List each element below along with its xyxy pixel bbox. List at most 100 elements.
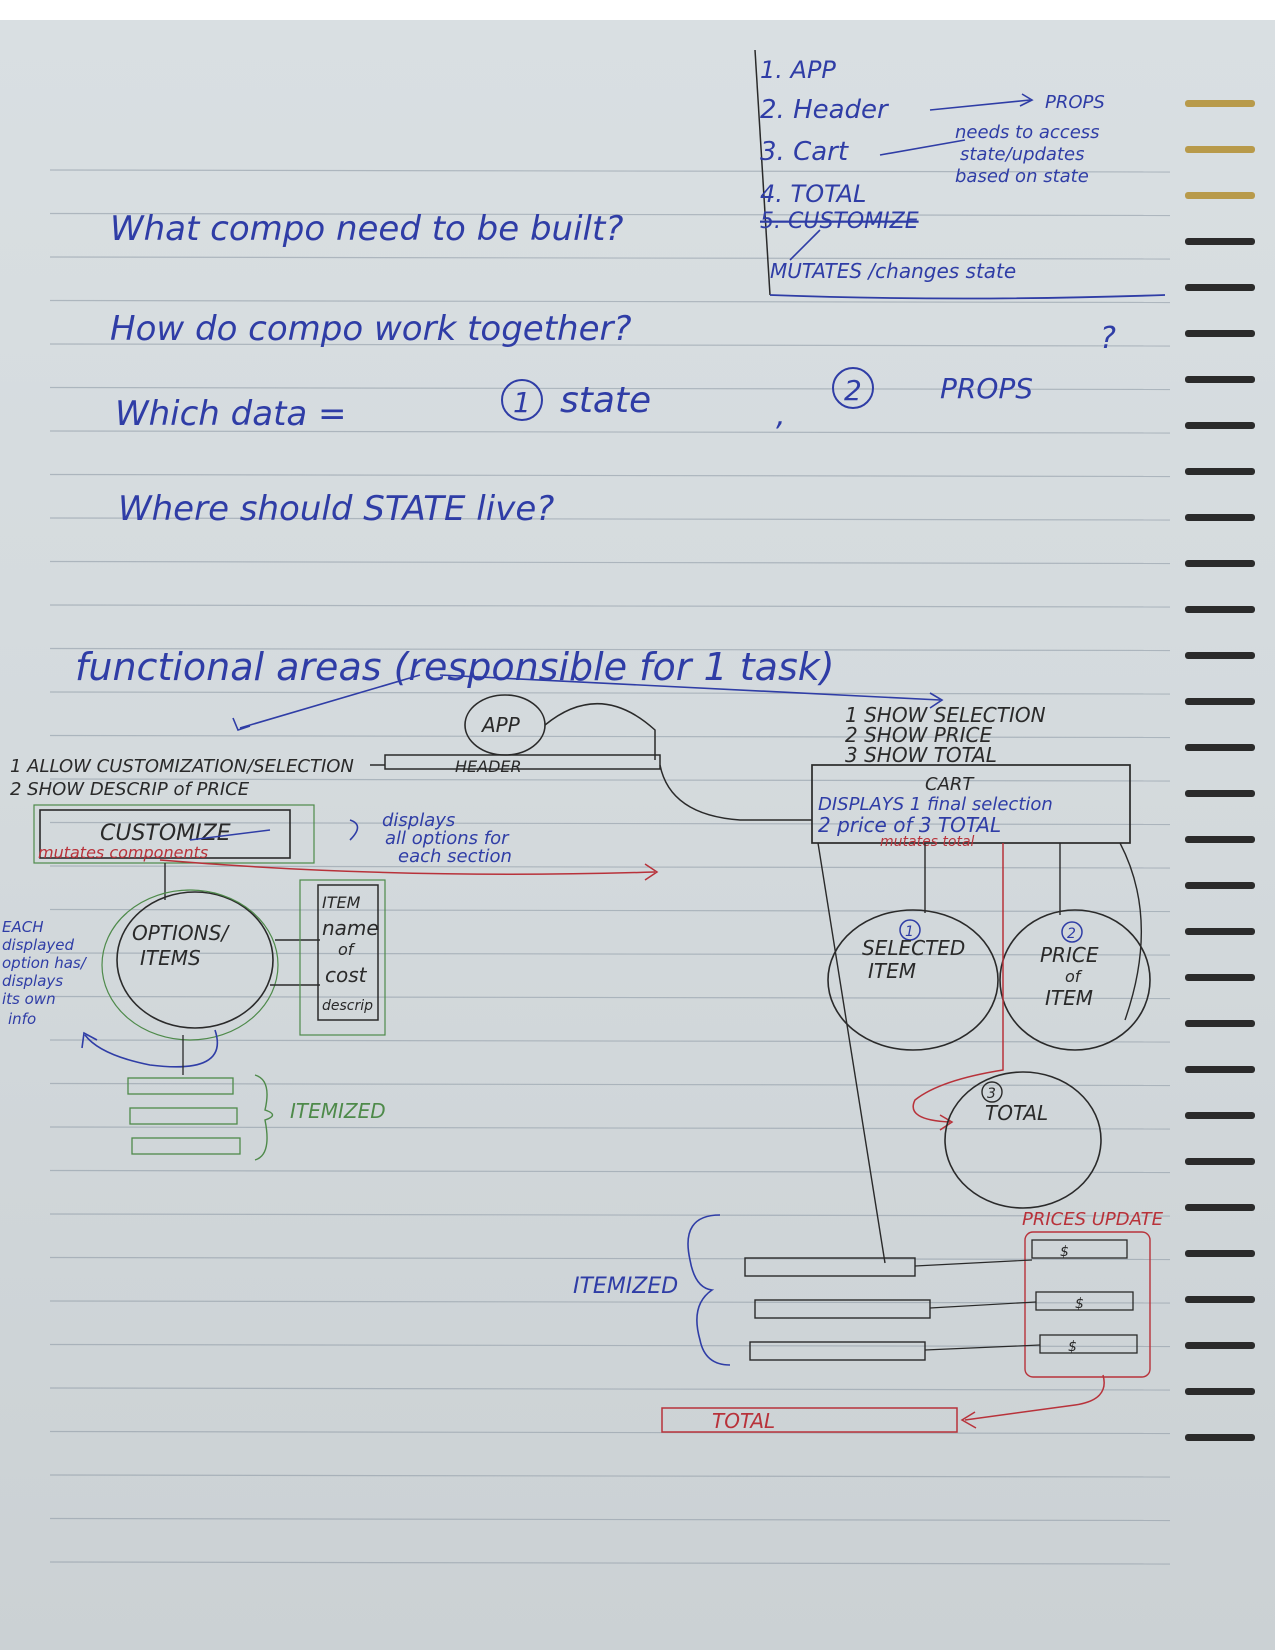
ruled-line	[49, 1039, 1171, 1043]
itemized-right-label: ITEMIZED	[573, 1274, 678, 1299]
state-word: state	[560, 380, 651, 421]
spiral-ring	[1185, 1020, 1255, 1027]
ruled-line	[49, 1343, 1171, 1348]
props-word: PROPS	[940, 372, 1033, 405]
spiral-ring	[1185, 284, 1255, 291]
ruled-line	[49, 1126, 1171, 1130]
spiral-ring	[1185, 468, 1255, 475]
spiral-ring	[1185, 422, 1255, 429]
ruled-line	[49, 1213, 1171, 1217]
spiral-ring	[1185, 698, 1255, 705]
component-item-total: 4. TOTAL	[760, 180, 866, 208]
ruled-line	[49, 212, 1171, 217]
question-which-data: Which data = 1 state , 2 PROPS	[115, 367, 1033, 434]
header-label: HEADER	[455, 757, 522, 776]
handwritten-notes: What compo need to be built? How do comp…	[2, 49, 1255, 1565]
ruled-line	[49, 908, 1171, 913]
customize-label: CUSTOMIZE	[100, 821, 231, 846]
displays-note-2: all options for	[385, 828, 510, 849]
each-note-4: displays	[2, 972, 63, 990]
functional-areas-heading: functional areas (responsible for 1 task…	[75, 645, 835, 689]
selected-item-label-1: SELECTED	[862, 936, 965, 960]
each-note-5: its own	[2, 990, 56, 1008]
cart-note-2: state/updates	[960, 144, 1084, 165]
question-which-data-text: Which data =	[115, 394, 347, 434]
ruled-line	[49, 517, 1171, 521]
spiral-ring	[1185, 1204, 1255, 1211]
question-components: What compo need to be built?	[110, 209, 623, 249]
itemized-left-list: ITEMIZED	[127, 1074, 386, 1161]
spiral-binding	[1185, 100, 1255, 1441]
ruled-line	[49, 778, 1171, 782]
ruled-line	[49, 386, 1171, 391]
displays-note-3: each section	[398, 846, 512, 867]
spiral-ring	[1185, 790, 1255, 797]
props-label: PROPS	[1045, 92, 1105, 113]
ruled-line	[49, 473, 1171, 478]
options-label-1: OPTIONS/	[132, 921, 230, 945]
left-task-2: 2 SHOW DESCRIP of PRICE	[10, 779, 250, 800]
cart-mutates: mutates total	[880, 834, 975, 850]
itemized-left-row	[127, 1077, 234, 1095]
item-box-outline	[299, 879, 386, 1036]
price-slot-dollar: $	[1075, 1296, 1084, 1312]
right-task-2: 2 SHOW PRICE	[845, 723, 993, 747]
item-box-line-2: name	[322, 916, 379, 940]
question-state-live: Where should STATE live?	[118, 489, 554, 529]
left-task-1: 1 ALLOW CUSTOMIZATION/SELECTION	[10, 756, 354, 777]
each-note-6: info	[8, 1010, 36, 1028]
ruled-line	[49, 256, 1171, 260]
ruled-line	[49, 821, 1171, 826]
ruled-line	[49, 430, 1171, 434]
spiral-ring	[1185, 652, 1255, 659]
itemized-left-label: ITEMIZED	[290, 1099, 386, 1123]
item-box-line-1: ITEM	[322, 893, 361, 912]
component-item-customize: 5. CUSTOMIZE	[760, 209, 919, 234]
itemized-right-row	[754, 1299, 931, 1319]
spiral-ring	[1185, 1296, 1255, 1303]
ruled-line	[49, 647, 1171, 652]
spiral-ring	[1185, 1342, 1255, 1349]
price-item-label-2: of	[1065, 967, 1083, 986]
spiral-ring	[1185, 882, 1255, 889]
price-slot	[1031, 1239, 1128, 1259]
customize-box	[39, 809, 291, 859]
options-label-2: ITEMS	[140, 946, 201, 970]
ruled-line	[49, 734, 1171, 739]
customize-box-outline	[33, 804, 315, 864]
ruled-line	[49, 1430, 1171, 1435]
component-item-header: 2. Header	[760, 95, 890, 125]
ruled-line	[49, 560, 1171, 565]
total-node	[944, 1071, 1102, 1209]
app-node-label: APP	[480, 713, 521, 737]
spiral-ring	[1185, 1434, 1255, 1441]
spiral-ring	[1185, 146, 1255, 153]
itemized-right-row	[749, 1341, 926, 1361]
prices-update-frame	[1024, 1231, 1151, 1378]
props-number: 2	[844, 374, 862, 407]
spiral-ring	[1185, 100, 1255, 107]
price-slot	[1039, 1334, 1138, 1354]
customize-note: mutates components	[38, 843, 208, 862]
options-items-node	[116, 891, 274, 1029]
header-box	[384, 754, 661, 770]
ruled-line	[49, 1474, 1171, 1478]
ruled-line	[49, 299, 1171, 304]
each-note-2: displayed	[2, 936, 74, 954]
selected-item-label-2: ITEM	[868, 959, 916, 983]
ruled-line	[49, 1387, 1171, 1391]
spiral-ring	[1185, 974, 1255, 981]
ruled-line	[49, 169, 1171, 173]
price-of-item-node	[999, 909, 1151, 1051]
itemized-left-row	[129, 1107, 238, 1125]
ruled-line	[49, 1561, 1171, 1565]
ruled-line	[49, 865, 1171, 869]
spiral-ring	[1185, 1066, 1255, 1073]
ruled-line	[49, 952, 1171, 956]
comma: ,	[776, 398, 786, 433]
cart-price: 2 price of 3 TOTAL	[818, 813, 1001, 837]
ruled-line	[49, 343, 1171, 347]
displays-note-1: displays	[382, 810, 455, 831]
spiral-ring	[1185, 376, 1255, 383]
